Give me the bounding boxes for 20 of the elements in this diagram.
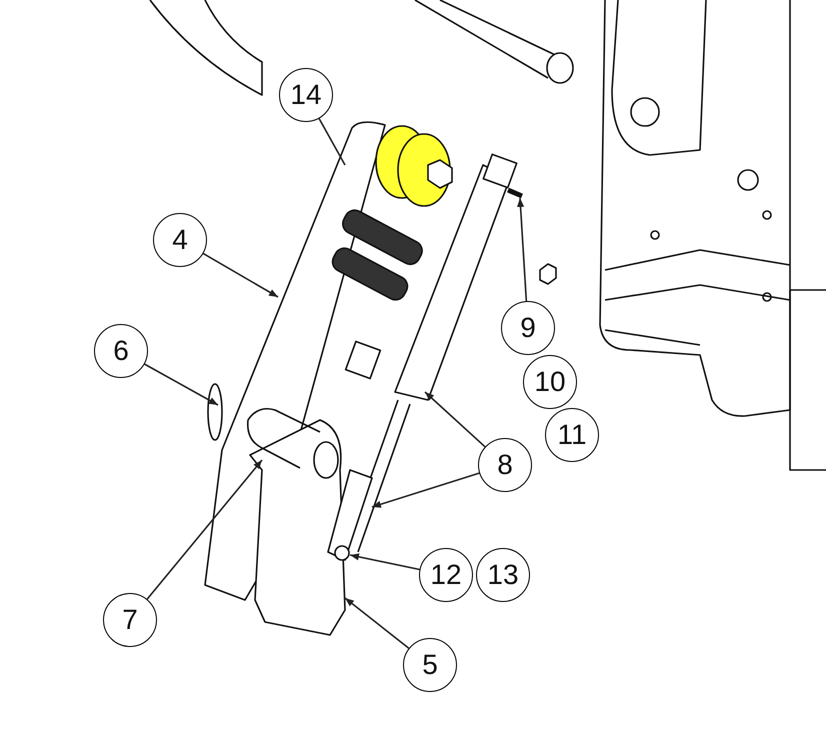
callout-number: 9 [501, 301, 555, 355]
callout-number: 12 [419, 548, 473, 602]
callout-number: 13 [476, 548, 530, 602]
callout-number: 5 [403, 638, 457, 692]
callout-number: 10 [523, 355, 577, 409]
callout-number: 4 [153, 213, 207, 267]
leader-line [350, 553, 420, 570]
leader-line [202, 252, 278, 298]
callout-number: 7 [103, 593, 157, 647]
leader-line [318, 118, 346, 166]
callout-number: 6 [94, 324, 148, 378]
leader-line [516, 198, 528, 302]
leader-line [344, 597, 410, 649]
leader-line [424, 391, 486, 448]
leader-line [144, 363, 218, 406]
callout-number: 14 [279, 68, 333, 122]
leader-line [146, 460, 263, 600]
callout-number: 11 [545, 408, 599, 462]
leader-line [372, 472, 480, 508]
callout-number: 8 [478, 438, 532, 492]
